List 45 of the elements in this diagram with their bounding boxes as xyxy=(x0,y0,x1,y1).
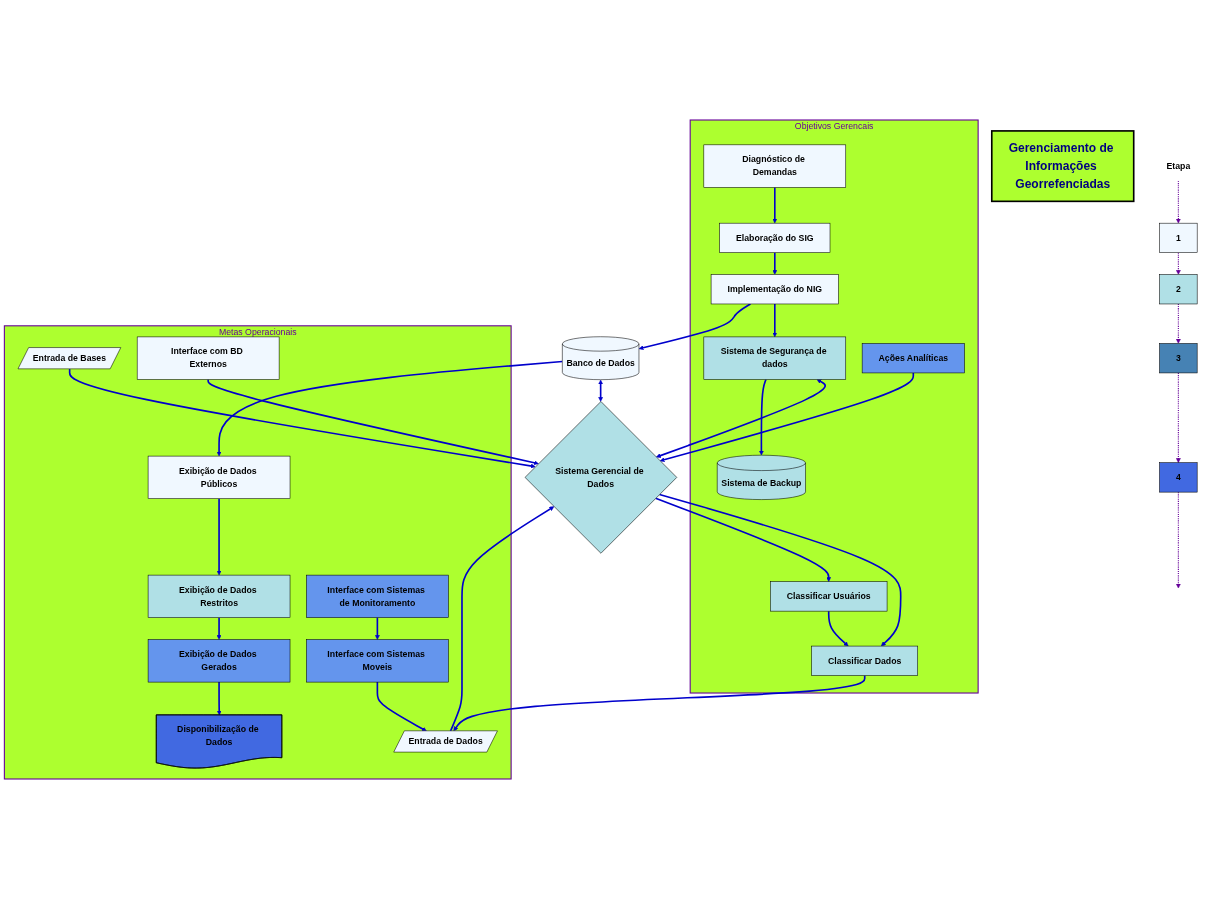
node-box: Exibição de Dados Gerados xyxy=(147,639,291,683)
arrow xyxy=(656,379,827,458)
arrow xyxy=(772,303,778,338)
arrow xyxy=(1175,372,1181,463)
arrow xyxy=(374,616,380,640)
node-box: Elaboração do SIG xyxy=(719,222,831,253)
node-box: Sistema de Segurança de dados xyxy=(703,336,847,380)
arrow xyxy=(376,681,427,732)
arrow xyxy=(216,360,564,457)
arrow xyxy=(772,186,778,224)
node-box: 3 xyxy=(1159,343,1198,374)
arrow xyxy=(449,506,555,732)
arrow xyxy=(1175,252,1181,275)
node-text: Etapa xyxy=(1166,161,1191,171)
node-box: Classificar Usuários xyxy=(770,581,888,612)
arrow xyxy=(759,378,767,456)
node-box: 2 xyxy=(1159,274,1198,305)
arrow xyxy=(772,251,778,275)
node-box: Exibição de Dados Restritos xyxy=(147,574,291,618)
node-diamond: Sistema Gerencial de Dados xyxy=(524,401,678,554)
arrow xyxy=(1175,303,1181,344)
arrow xyxy=(216,681,222,716)
arrow xyxy=(68,368,536,469)
arrow xyxy=(658,493,902,647)
arrow xyxy=(654,497,832,582)
arrow xyxy=(827,610,849,647)
arrow xyxy=(1175,491,1181,589)
node-box: Diagnóstico de Demandas xyxy=(703,144,847,188)
arrow xyxy=(207,378,539,466)
arrow xyxy=(659,372,915,463)
node-box: Interface com Sistemas Moveis xyxy=(306,639,449,683)
node-box: Exibição de Dados Públicos xyxy=(147,455,291,499)
arrow xyxy=(1175,180,1181,224)
node-box: 4 xyxy=(1159,462,1198,493)
node-box: Implementação do NIG xyxy=(710,274,839,305)
node-box: Interface com Sistemas de Monitoramento xyxy=(306,574,449,618)
arrow xyxy=(216,616,222,640)
node-box: Classificar Dados xyxy=(811,645,918,676)
arrow xyxy=(638,303,752,351)
arrow xyxy=(216,497,222,576)
arrow xyxy=(453,674,866,732)
node-box: Interface com BD Externos xyxy=(136,336,280,380)
node-box: Ações Analíticas xyxy=(861,343,965,374)
node-box: 1 xyxy=(1159,222,1198,253)
node-box: Gerenciamento de Informações Georrefenciadas xyxy=(990,130,1135,203)
